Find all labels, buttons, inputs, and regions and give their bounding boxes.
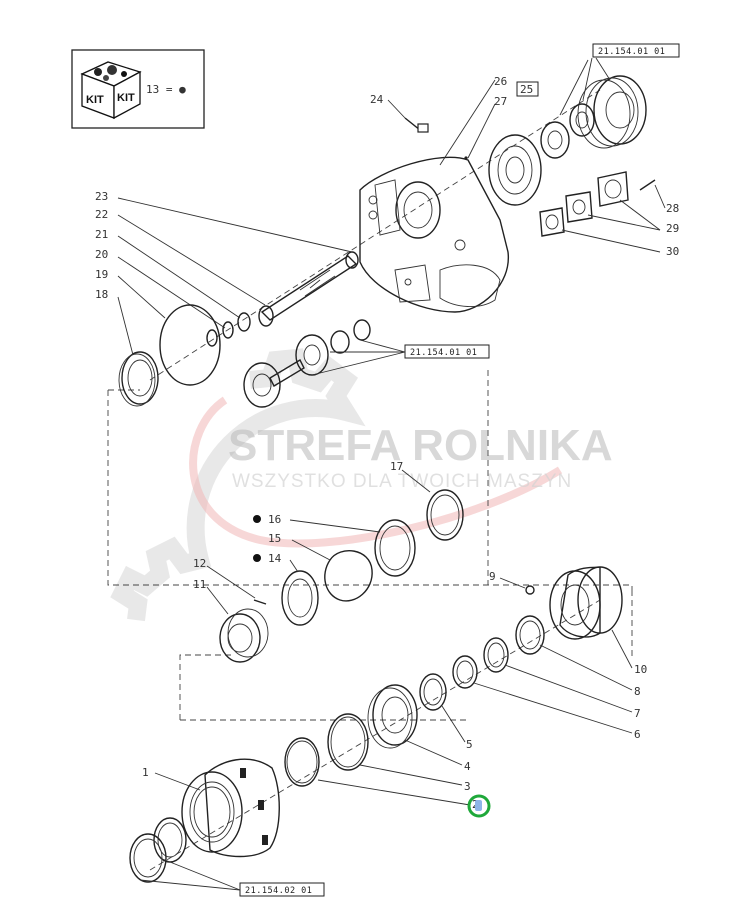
ring-14 [281, 559, 319, 626]
rings-bottom-left [129, 817, 241, 891]
transmission-housing [359, 79, 509, 313]
callout-29: 29 [666, 222, 679, 235]
callout-15: 15 [268, 532, 281, 545]
callout-labels: 1 2 3 4 5 6 7 8 9 10 11 12 14 15 16 17 1… [95, 75, 679, 811]
ring-17 [401, 469, 464, 541]
kit-note: 13 = ● [146, 83, 186, 96]
callout-7: 7 [634, 707, 641, 720]
callout-23: 23 [95, 190, 108, 203]
callout-3: 3 [464, 780, 471, 793]
ref-text-top: 21.154.01 01 [598, 47, 665, 57]
kit-label-left: KIT [86, 94, 104, 106]
watermark: STREFA ROLNIKA WSZYSTKO DLA TWOICH MASZY… [110, 348, 613, 622]
watermark-swoosh [189, 396, 563, 548]
callout-12: 12 [193, 557, 206, 570]
callout-22: 22 [95, 208, 108, 221]
ref-box-top[interactable]: 21.154.01 01 [592, 43, 680, 58]
callout-25: 25 [520, 83, 533, 96]
callout-8: 8 [634, 685, 641, 698]
callout-19: 19 [95, 268, 108, 281]
callout-21: 21 [95, 228, 108, 241]
ref-box-middle[interactable]: 21.154.01 01 [404, 344, 490, 359]
ref-text-middle: 21.154.01 01 [410, 348, 477, 358]
callout-20: 20 [95, 248, 108, 261]
callout-5: 5 [466, 738, 473, 751]
kit-label-right: KIT [117, 92, 135, 104]
seal-15 [291, 539, 373, 602]
ring-5 [419, 673, 466, 743]
callout-14: 14 [268, 552, 282, 565]
kit-legend: KIT KIT 13 = ● [71, 49, 205, 129]
assembly-outline-lower [179, 590, 633, 721]
callout-11: 11 [193, 578, 206, 591]
cover-assembly-right [539, 171, 666, 253]
callout-18: 18 [95, 288, 108, 301]
kit-marker-14 [253, 554, 261, 562]
callout-6: 6 [634, 728, 641, 741]
piston-housing-10 [549, 566, 633, 669]
kit-box-icon: KIT KIT [80, 61, 142, 120]
ring-8 [515, 615, 633, 691]
callout-17: 17 [390, 460, 403, 473]
seal-9 [499, 577, 535, 595]
centerline-axes [149, 89, 601, 871]
callout-1: 1 [142, 766, 149, 779]
callout-16: 16 [268, 513, 281, 526]
piston-4 [367, 684, 463, 766]
hub-11 [206, 586, 269, 663]
clutch-drum-1 [154, 758, 280, 858]
highlight-center [475, 800, 482, 811]
ref-box-bottom[interactable]: 21.154.02 01 [239, 882, 325, 897]
snap-ring-19 [117, 275, 221, 386]
ref-text-bottom: 21.154.02 01 [245, 886, 312, 896]
gear-18 [117, 296, 159, 407]
oring-3 [327, 713, 463, 786]
callout-26: 26 [494, 75, 507, 88]
bearing-upper [488, 103, 595, 206]
callout-10: 10 [634, 663, 647, 676]
highlight-marker[interactable] [467, 794, 491, 818]
ring-16 [289, 519, 416, 577]
callout-9: 9 [489, 570, 496, 583]
callout-4: 4 [464, 760, 471, 773]
oring-2 [284, 737, 471, 806]
callout-30: 30 [666, 245, 679, 258]
callout-28: 28 [666, 202, 679, 215]
callout-27: 27 [494, 95, 507, 108]
part-27-dot [464, 156, 468, 160]
input-shaft [117, 197, 359, 347]
watermark-gear-icon [110, 348, 366, 622]
watermark-brand: STREFA ROLNIKA [228, 421, 613, 470]
part-25-box: 25 [516, 81, 539, 97]
callout-24: 24 [370, 93, 384, 106]
ring-7 [483, 637, 633, 713]
highlight-ring[interactable] [467, 794, 491, 818]
gear-cluster-middle [243, 319, 406, 408]
clutch-pack-upper [559, 57, 647, 149]
ring-6 [452, 655, 633, 734]
kit-marker-16 [253, 515, 261, 523]
bolt-24 [387, 99, 429, 133]
pin-12 [206, 565, 267, 605]
watermark-tagline: WSZYSTKO DLA TWOICH MASZYN [232, 471, 572, 492]
